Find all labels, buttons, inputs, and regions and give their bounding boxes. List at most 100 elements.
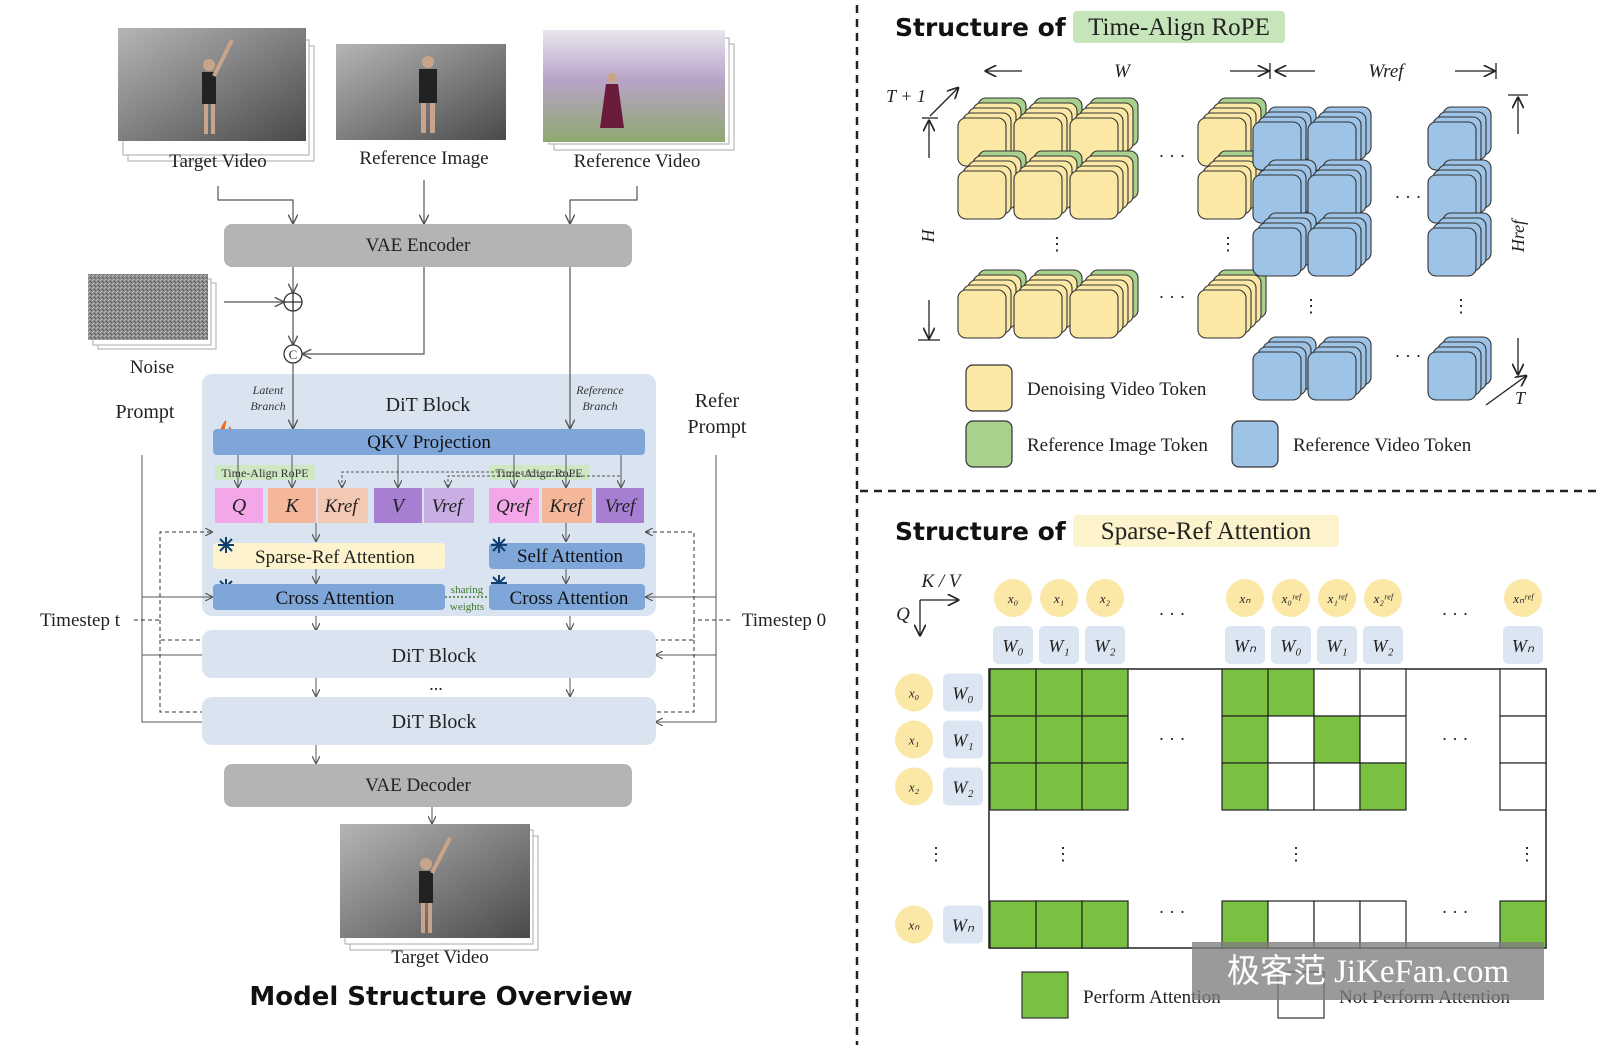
timestep-0-label: Timestep 0 — [742, 610, 826, 631]
attention-cell — [1221, 715, 1269, 764]
token-q-ref-label: Qref — [496, 496, 533, 517]
legend-ref-image-label: Reference Image Token — [1027, 435, 1208, 456]
attention-cell — [1499, 715, 1547, 764]
cross-attention-left-label: Cross Attention — [276, 588, 395, 609]
attention-cell — [1499, 668, 1547, 717]
sharing-weights-1: sharing — [451, 584, 484, 596]
token-v-ref-label: Vref — [432, 496, 465, 517]
token-v-ref-2-label: Vref — [605, 496, 638, 517]
rope-t-label: T — [1515, 388, 1527, 408]
legend-ref-video-label: Reference Video Token — [1293, 435, 1472, 456]
key-token-circle — [1226, 579, 1264, 617]
token-v-ref-2 — [596, 488, 644, 523]
token-v — [374, 488, 422, 523]
legend-yellow-swatch — [965, 364, 1013, 412]
query-weight-box — [943, 905, 983, 944]
dit-block-2 — [202, 630, 656, 678]
query-weight-label: Wₙ — [952, 916, 975, 936]
token-stack — [1013, 150, 1083, 220]
attention-cell — [1359, 762, 1407, 811]
attention-cell — [1035, 668, 1083, 717]
grid-ellipsis-v: ⋮ — [1518, 844, 1536, 864]
attention-cell — [1035, 900, 1083, 949]
token-v-ref — [424, 488, 474, 523]
rope-tag-left-bg — [215, 465, 315, 480]
output-video-stack — [340, 824, 539, 951]
attention-cell — [1359, 900, 1407, 949]
attention-cell — [1267, 900, 1315, 949]
attention-cell — [1313, 715, 1361, 764]
key-token-label: x₀ — [1007, 591, 1018, 606]
concat-symbol: C — [283, 344, 303, 364]
dit-block-title: DiT Block — [386, 394, 471, 416]
attention-cell — [989, 715, 1037, 764]
attention-cell — [1081, 715, 1129, 764]
key-token-label: xₙ — [1239, 591, 1252, 606]
key-weight-box — [1085, 626, 1125, 664]
query-token-label: x₂ — [908, 780, 920, 795]
key-token-circle — [1504, 579, 1542, 617]
token-q-ref — [489, 488, 539, 523]
rope-t-plus-1-label: T + 1 — [886, 86, 926, 106]
watermark-bg — [1192, 942, 1544, 1000]
query-token-circle — [895, 720, 933, 759]
grid-ellipsis-h: · · · — [1442, 729, 1469, 749]
qkv-projection-label: QKV Projection — [367, 432, 491, 453]
attention-cell — [1081, 668, 1129, 717]
grid-ellipsis-h: · · · — [1159, 604, 1186, 624]
attention-cell — [1081, 762, 1129, 811]
sparse-q-label: Q — [896, 604, 910, 625]
reference-image-label: Reference Image — [359, 148, 488, 169]
qkv-projection-box — [213, 429, 645, 455]
sparse-title-highlight: Sparse-Ref Attention — [1101, 518, 1312, 545]
grid-ellipsis-v: ⋮ — [1287, 844, 1305, 864]
sparse-ref-attention-label: Sparse-Ref Attention — [255, 547, 415, 568]
arrow-refvid-to-vae — [570, 186, 638, 223]
rope-wref-label: Wref — [1368, 61, 1406, 82]
reference-branch-label-1: Reference — [575, 383, 624, 397]
rope-w-label: W — [1114, 61, 1132, 82]
key-weight-label: W₀ — [1002, 636, 1023, 656]
query-token-label: xₙ — [908, 918, 921, 933]
token-stack — [957, 150, 1027, 220]
token-stack — [1252, 106, 1317, 171]
token-stack — [1252, 212, 1317, 277]
attention-cell — [1221, 900, 1269, 949]
key-token-label: xₙʳᵉᶠ — [1512, 591, 1534, 606]
svg-text:· · ·: · · · — [1395, 187, 1422, 207]
vae-encoder-label: VAE Encoder — [366, 235, 471, 256]
sparse-title-highlight-bg — [1073, 515, 1339, 547]
vae-decoder-box — [224, 764, 632, 807]
key-weight-label: W₂ — [1094, 636, 1115, 656]
query-weight-box — [943, 673, 983, 712]
vae-encoder-box — [224, 224, 632, 267]
svg-text:⋮: ⋮ — [1302, 296, 1320, 316]
query-weight-label: W₁ — [952, 731, 973, 751]
token-stack — [1307, 106, 1372, 171]
grid-ellipsis-h: · · · — [1442, 604, 1469, 624]
attention-cell — [1267, 762, 1315, 811]
arrow-target-to-vae — [217, 186, 293, 223]
key-token-circle — [1040, 579, 1078, 617]
noise-label: Noise — [130, 357, 174, 378]
query-weight-box — [943, 767, 983, 806]
noise-stack — [88, 274, 217, 350]
key-weight-label: W₁ — [1048, 636, 1069, 656]
token-stack — [1013, 97, 1083, 167]
key-weight-label: W₂ — [1372, 636, 1393, 656]
token-stack — [1307, 336, 1372, 401]
attention-cell — [1221, 668, 1269, 717]
rope-title-highlight: Time-Align RoPE — [1088, 14, 1270, 41]
token-k-ref — [318, 488, 368, 523]
rope-tag-right: Time-Align RoPE — [495, 466, 582, 480]
key-weight-box — [1317, 626, 1357, 664]
attention-cell — [1359, 668, 1407, 717]
sparse-attention-grid: x₀W₀x₁W₁x₂W₂xₙWₙx₀ʳᵉᶠW₀x₁ʳᵉᶠW₁x₂ʳᵉᶠW₂xₙʳ… — [895, 579, 1547, 949]
legend-perform-label: Perform Attention — [1083, 987, 1221, 1008]
attention-cell — [1313, 900, 1361, 949]
key-token-label: x₂ — [1099, 591, 1111, 606]
attention-cell — [1267, 668, 1315, 717]
cross-attention-left-box — [213, 584, 445, 610]
token-q — [215, 488, 263, 523]
query-weight-label: W₂ — [952, 778, 973, 798]
